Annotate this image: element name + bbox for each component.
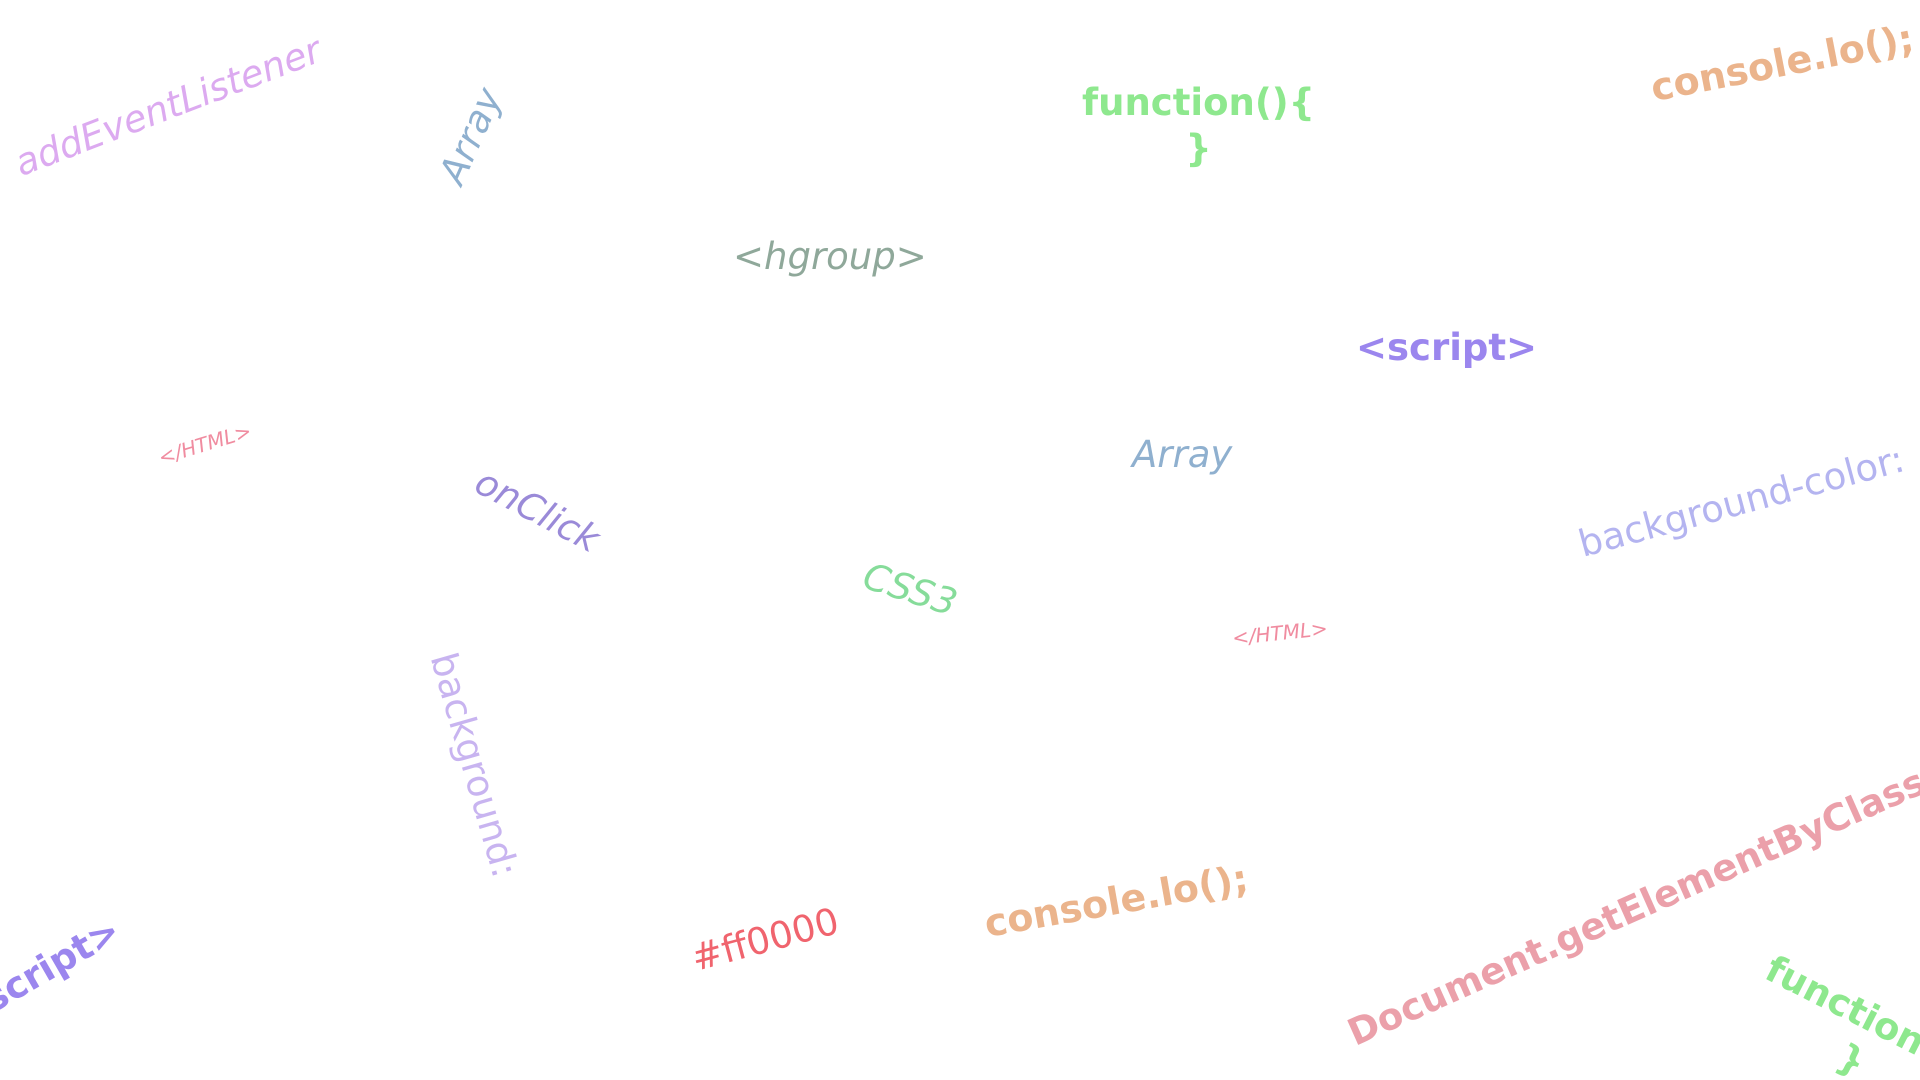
word-html-close-center: </HTML> xyxy=(1230,616,1329,650)
word-array-top: Array xyxy=(430,81,511,191)
word-onclick: onClick xyxy=(468,460,607,562)
word-background: background: xyxy=(421,647,527,883)
word-hex-color: #ff0000 xyxy=(686,899,844,980)
word-array-center: Array xyxy=(1132,433,1233,476)
word-addeventlistener: addEventListener xyxy=(8,28,328,185)
word-script-center: <script> xyxy=(1356,326,1538,369)
word-function-bottom: function(){ } xyxy=(1737,946,1920,1080)
word-console-bottom: console.lo(); xyxy=(981,856,1252,946)
function-open-text: function(){ xyxy=(1082,81,1316,124)
word-css3: CSS3 xyxy=(857,554,963,625)
word-script-bottom-left: <script> xyxy=(0,908,128,1037)
word-background-color: background-color: xyxy=(1573,437,1909,566)
word-console-top: console.lo(); xyxy=(1647,15,1918,111)
word-html-close-left: </HTML> xyxy=(155,418,255,470)
word-hgroup: <hgroup> xyxy=(733,235,927,278)
function-close-text: } xyxy=(1185,127,1212,171)
word-function-top: function(){ } xyxy=(1082,80,1315,173)
